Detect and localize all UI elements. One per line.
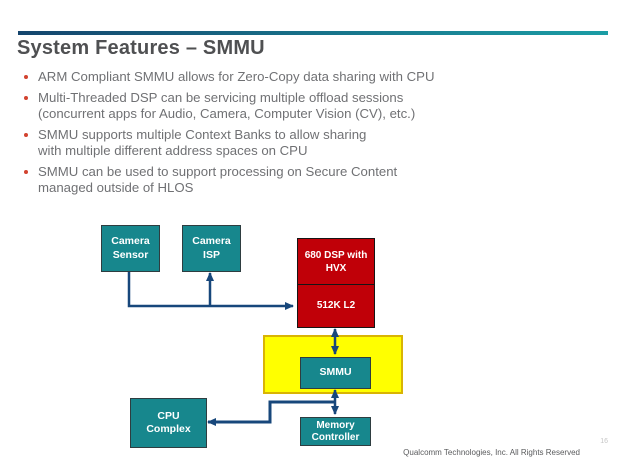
bullet-icon	[24, 75, 28, 79]
bullet-icon	[24, 170, 28, 174]
bullet-text: Multi-Threaded DSP can be servicing mult…	[38, 90, 416, 121]
page-title: System Features – SMMU	[17, 37, 265, 59]
bullet-item: ARM Compliant SMMU allows for Zero-Copy …	[22, 69, 587, 85]
bullet-text: ARM Compliant SMMU allows for Zero-Copy …	[38, 69, 435, 84]
bullet-item: SMMU can be used to support processing o…	[22, 164, 587, 196]
title-divider-rule	[18, 31, 608, 35]
bullet-text: SMMU can be used to support processing o…	[38, 164, 398, 195]
bullet-item: Multi-Threaded DSP can be servicing mult…	[22, 90, 587, 122]
page-number: 16	[600, 438, 608, 445]
node-memory-controller: Memory Controller	[300, 417, 371, 446]
node-smmu: SMMU	[300, 357, 371, 389]
footer-copyright: Qualcomm Technologies, Inc. All Rights R…	[403, 448, 580, 457]
bullet-list: ARM Compliant SMMU allows for Zero-Copy …	[22, 69, 587, 201]
node-cpu-complex: CPU Complex	[130, 398, 207, 448]
bullet-text: SMMU supports multiple Context Banks to …	[38, 127, 367, 158]
node-camera-isp: Camera ISP	[182, 225, 241, 272]
bullet-icon	[24, 96, 28, 100]
bullet-item: SMMU supports multiple Context Banks to …	[22, 127, 587, 159]
node-512k-l2: 512K L2	[297, 284, 375, 328]
node-camera-sensor: Camera Sensor	[101, 225, 160, 272]
bullet-icon	[24, 133, 28, 137]
node-680-dsp-hvx: 680 DSP with HVX	[297, 238, 375, 287]
